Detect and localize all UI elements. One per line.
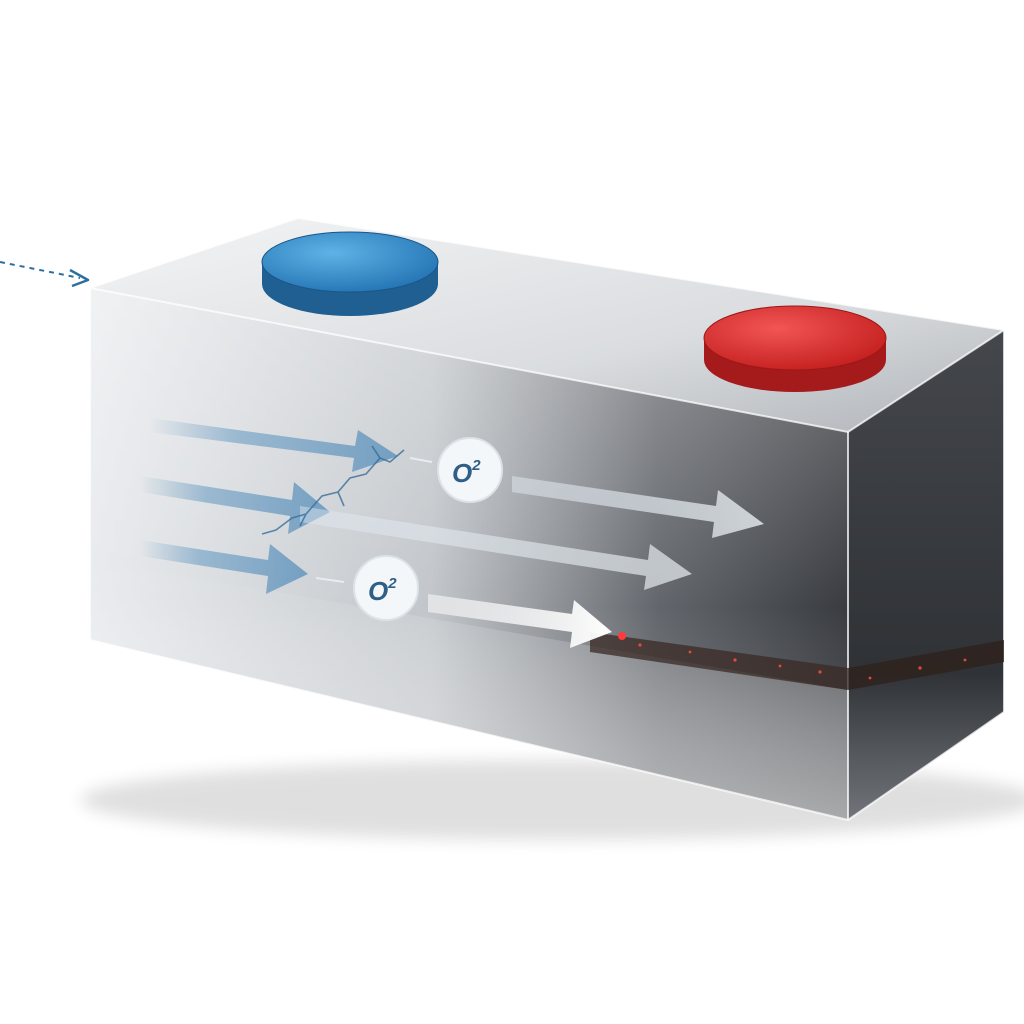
arrow-upper-right: [512, 476, 764, 538]
arrow-middle-left: [140, 476, 330, 534]
box-bottom-fog: [90, 560, 848, 820]
svg-text:O2: O2: [452, 457, 481, 488]
ion-upper-symbol: O: [452, 458, 472, 488]
degraded-layer-specks: [638, 643, 967, 680]
positive-terminal: [703, 305, 887, 392]
arrow-lower-right: [428, 594, 612, 648]
box-edges: [89, 216, 1005, 822]
box-side-face: [848, 330, 1004, 820]
ion-flow-arrows: [140, 418, 764, 648]
ion-label-lower: O2: [353, 555, 419, 621]
ion-lower-superscript: 2: [387, 575, 397, 592]
crack-lines: [261, 445, 405, 535]
arrow-lower-left: [140, 540, 308, 594]
svg-text:O2: O2: [368, 575, 397, 606]
arrow-upper-left: [150, 418, 398, 472]
hot-spot: [618, 632, 626, 640]
degraded-layer-front: [590, 632, 848, 690]
arrow-middle-right: [300, 506, 692, 590]
negative-terminal: [261, 231, 439, 316]
ion-upper-superscript: 2: [471, 457, 481, 474]
ion-lower-symbol: O: [368, 576, 388, 606]
degraded-layer-side: [848, 640, 1004, 690]
incoming-arrow: [0, 261, 90, 288]
ion-label-upper: O2: [437, 437, 503, 503]
